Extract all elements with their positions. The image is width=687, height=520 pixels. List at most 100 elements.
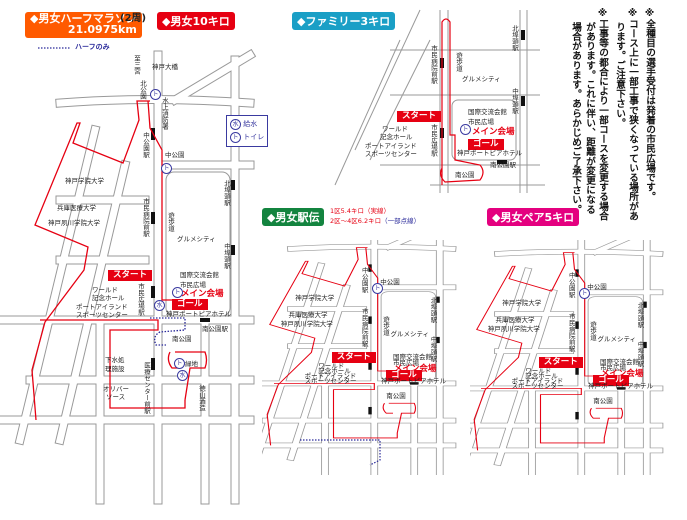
main-label-goal: ゴール <box>172 299 208 310</box>
ekiden-label-hyogo-iryo: 兵庫医療大学 <box>288 311 328 320</box>
main-label-hiroba-st: 市民広場駅 <box>136 283 145 316</box>
family-label-goal: ゴール <box>468 139 504 150</box>
main-label-sake: 徳山酒造 <box>197 385 206 411</box>
ekiden-leg2-distance: 2区～4区6.2キロ <box>330 217 382 225</box>
legend-toilet: トイレ <box>243 133 265 141</box>
family-label-kita-futo-st: 北埠頭駅 <box>510 25 519 51</box>
toilet-icon: ト <box>174 358 185 369</box>
toilet-icon: ト <box>460 124 471 135</box>
family-map <box>334 9 545 193</box>
ekiden-label-byoin-st: 市民病院前駅 <box>360 307 369 347</box>
family-label-naka-futo-st: 中埠頭駅 <box>510 88 519 114</box>
family-label-gourmet: グルメシティ <box>462 75 501 83</box>
half-laps: (2周) <box>120 13 147 24</box>
main-label-naka-koen-st: 中公園駅 <box>141 132 150 158</box>
ekiden-label-shimin-hiroba: 市民広場 <box>393 358 419 367</box>
ekiden-label-world2: 記念ホール <box>318 366 351 375</box>
ekiden-leg2-note: （一部点線） <box>381 217 421 225</box>
main-label-shimin-hiroba: 市民広場 <box>180 281 206 289</box>
pair-label-kobe-gakuin: 神戸学院大学 <box>502 299 542 308</box>
toilet-icon: ト <box>579 288 590 299</box>
main-label-gesui1: 下水処 <box>105 356 125 364</box>
pair-label-shimin-hiroba: 市民広場 <box>600 363 626 372</box>
ekiden-label-minami-koen: 南公園 <box>386 392 406 401</box>
pair-label-byoin-st: 市民病院前駅 <box>567 312 576 352</box>
family-label-sports1: ポートアイランド <box>365 142 417 150</box>
main-label-sannomiya: 至三宮 <box>132 55 141 75</box>
pair-label-start: スタート <box>538 357 583 368</box>
family-label-sports2: スポーツセンター <box>365 150 417 158</box>
note-6: 場合があります。あらかじめご了承下さい。 <box>570 22 581 214</box>
ekiden-label-yuhodo: 遊歩道 <box>381 316 390 336</box>
family-label-start: スタート <box>397 111 442 122</box>
ekiden-leg1: 1区5.4キロ（実線） <box>330 207 390 215</box>
toilet-icon: ト <box>150 89 161 100</box>
pair-label-minami-koen: 南公園 <box>593 397 613 406</box>
pair-label-world2: 記念ホール <box>525 371 558 380</box>
water-station-icon: 水 <box>177 370 188 381</box>
family-label-main-venue: メイン会場 <box>472 127 515 137</box>
main-label-olive1: オリバー <box>103 385 129 393</box>
main-label-suijo: 水上消防署 <box>160 97 169 130</box>
main-map <box>0 47 250 500</box>
legend: 水 給水 ト トイレ <box>226 115 268 147</box>
ekiden-map <box>240 219 453 495</box>
note-1: ※全種目の選手受付は発着の市民広場です。 <box>644 8 655 202</box>
half-marathon-badge: ◆男女ハーフマラソン 21.0975km <box>25 12 142 38</box>
pair-label-shukugawa: 神戸夙川学院大学 <box>487 325 540 334</box>
main-label-world2: 記念ホール <box>92 294 125 302</box>
note-3: ります。ご注意下さい。 <box>614 22 625 128</box>
family-label-world2: 記念ホール <box>380 133 413 141</box>
main-label-yuhodo: 遊歩道 <box>166 212 175 232</box>
ekiden-label-shukugawa: 神戸夙川学院大学 <box>280 320 333 329</box>
ekiden-label-hotel: 神戸ポートピアホテル <box>381 376 447 385</box>
water-station-icon: 水 <box>154 300 165 311</box>
note-5: があります。これに伴い、距離が変更になる <box>584 22 595 214</box>
family-label-world1: ワールド <box>382 125 408 133</box>
water-icon: 水 <box>230 119 241 130</box>
main-label-olive2: ソース <box>106 393 126 401</box>
toilet-icon: ト <box>172 287 183 298</box>
pair-label-kokusai: 国際交流会館 <box>600 357 639 366</box>
main-label-minami-koen-st: 南公園駅 <box>202 325 228 333</box>
pair-badge: ◆男女ペア5キロ <box>487 208 580 226</box>
family-label-yuhodo: 遊歩道 <box>454 52 463 72</box>
main-label-naka-koen: 中公園 <box>165 151 185 159</box>
pair-label-sports1: ポートアイランド <box>511 377 564 386</box>
main-label-minami-koen: 南公園 <box>172 335 192 343</box>
main-label-hyogo-iryo: 兵庫医療大学 <box>57 204 96 212</box>
note-2: ※コース上に一部工事で狭くなっている場所があ <box>627 8 638 221</box>
main-label-gesui2: 理施設 <box>105 365 125 373</box>
ekiden-label-kita-futo-st: 北埠頭駅 <box>429 296 438 323</box>
family-label-byoin-st: 市民病院前駅 <box>429 45 438 84</box>
family-label-minami-koen-st: 南公園駅 <box>490 161 516 169</box>
pair-label-gourmet: グルメシティ <box>597 335 637 344</box>
legend-water: 給水 <box>243 120 258 128</box>
main-label-kita-futo-st: 北埠頭駅 <box>222 180 231 206</box>
main-label-gourmet: グルメシティ <box>177 235 216 243</box>
toilet-icon: ト <box>230 132 241 143</box>
ekiden-label-kobe-gakuin: 神戸学院大学 <box>295 294 335 303</box>
main-label-hotel: 神戸ポートピアホテル <box>166 310 231 318</box>
pair-label-kita-futo-st: 北埠頭駅 <box>636 301 645 328</box>
main-label-iryo-st: 医療センター前駅 <box>142 362 151 414</box>
main-label-main-venue: メイン会場 <box>181 289 224 299</box>
main-label-ryokuchi: 緑地 <box>185 360 198 368</box>
half-marathon-distance: 21.0975km <box>67 23 137 36</box>
pair-label-naka-koen: 中公園 <box>587 283 607 292</box>
pair-label-goal: ゴール <box>593 375 629 386</box>
main-label-shukugawa: 神戸夙川学院大学 <box>48 219 100 227</box>
main-label-sports2: スポーツセンター <box>76 311 128 319</box>
half-only-label: ハーフのみ <box>75 43 110 51</box>
ekiden-badge: ◆男女駅伝 <box>262 208 325 226</box>
pair-label-sports2: スポーツセンター <box>511 382 564 391</box>
ekiden-label-world1: ワールド <box>318 361 345 370</box>
pair-label-naka-koen-st: 中公園駅 <box>567 271 576 298</box>
ekiden-label-main-venue: メイン会場 <box>393 363 437 374</box>
ekiden-label-sports1: ポートアイランド <box>304 372 357 381</box>
toilet-icon: ト <box>161 163 172 174</box>
half-marathon-title: ◆男女ハーフマラソン <box>30 12 137 25</box>
main-label-kobe-gakuin: 神戸学院大学 <box>65 177 104 185</box>
pair-label-naka-futo-st: 中埠頭駅 <box>636 340 645 367</box>
